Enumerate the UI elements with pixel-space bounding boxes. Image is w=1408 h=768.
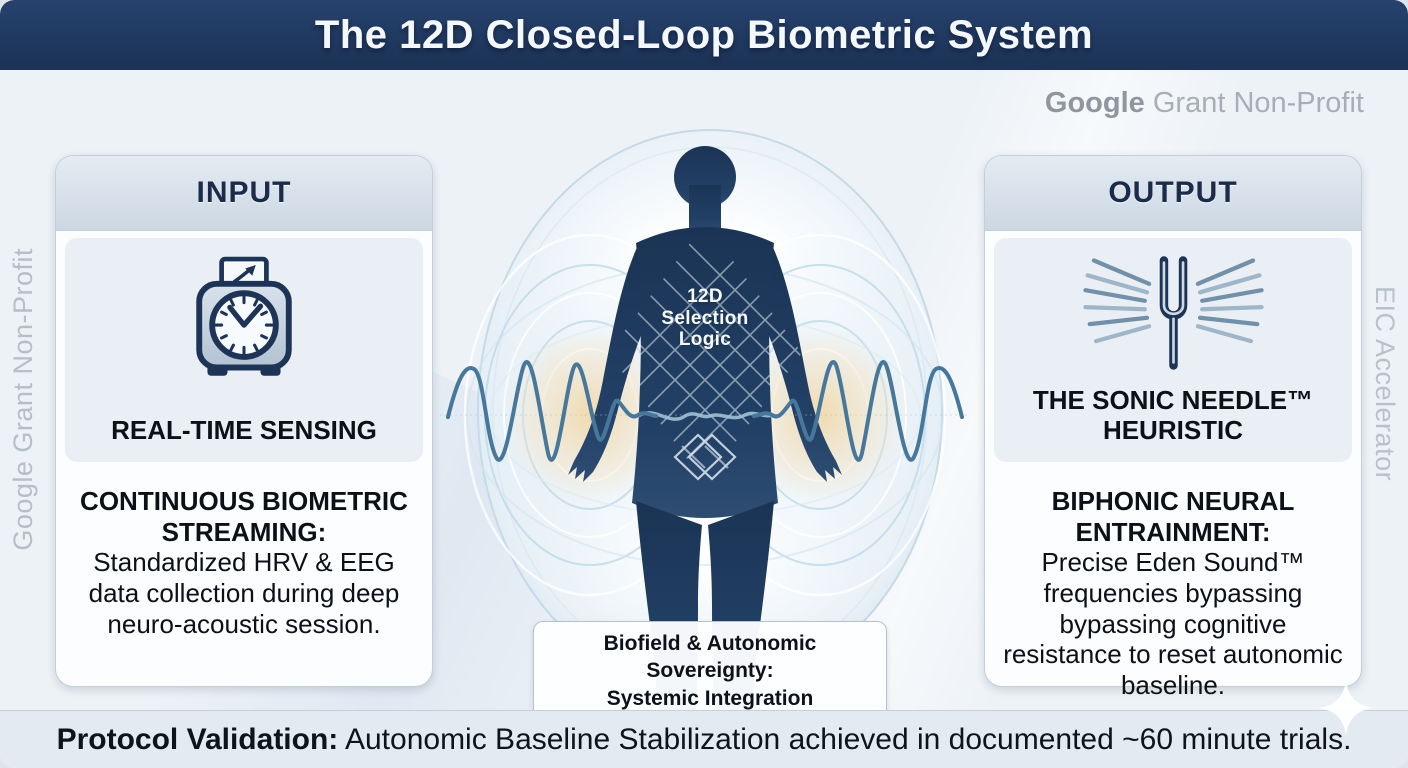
waveform-left [446, 360, 658, 462]
footer-bar: Protocol Validation: Autonomic Baseline … [0, 710, 1408, 768]
input-card: INPUT [55, 155, 433, 687]
overlay-line-2: Selection [661, 307, 749, 329]
watermark-brand-rest: Grant Non-Profit [1152, 87, 1364, 119]
output-card-title: OUTPUT [1108, 176, 1238, 209]
waveform-right [752, 360, 964, 462]
tuning-fork-icon [1082, 256, 1264, 370]
input-card-body: CONTINUOUS BIOMETRIC STREAMING: Standard… [56, 462, 432, 639]
page-title: The 12D Closed-Loop Biometric System [314, 12, 1094, 57]
watermark-left-vertical: Google Grant Non-Profit [8, 248, 38, 551]
output-card-subtitle: THE SONIC NEEDLE™ HEURISTIC [1032, 385, 1314, 446]
input-card-title: INPUT [196, 176, 292, 209]
input-card-header: INPUT [56, 156, 432, 231]
overlay-line-3: Logic [678, 329, 732, 351]
sparkle-icon [1318, 680, 1374, 736]
waveform-center [636, 411, 776, 421]
protocol-validation-body: Autonomic Baseline Stabilization achieve… [344, 722, 1352, 756]
watermark-right-vertical: EIC Accelerator [1370, 286, 1400, 482]
biofield-label-line-1: Biofield & Autonomic Sovereignty: [603, 632, 817, 683]
output-body-heading: BIPHONIC NEURAL ENTRAINMENT: [1051, 486, 1295, 547]
protocol-validation-heading: Protocol Validation: [56, 722, 339, 756]
output-card: OUTPUT [984, 155, 1362, 700]
selection-logic-overlay: 12D Selection Logic [625, 286, 785, 351]
output-body-text: Precise Eden Sound™ frequencies bypassin… [1003, 547, 1343, 701]
biofield-figure-illustration [440, 129, 970, 712]
input-body-heading: CONTINUOUS BIOMETRIC STREAMING: [80, 486, 408, 547]
output-card-body: BIPHONIC NEURAL ENTRAINMENT: Precise Ede… [985, 462, 1361, 701]
output-card-header: OUTPUT [985, 156, 1361, 231]
title-bar: The 12D Closed-Loop Biometric System [0, 0, 1408, 70]
protocol-validation-text: Protocol Validation: Autonomic Baseline … [57, 723, 1352, 757]
output-card-icon-panel: THE SONIC NEEDLE™ HEURISTIC [994, 238, 1352, 462]
watermark-top-right: Google Grant Non-Profit [1045, 87, 1364, 120]
biofield-label: Biofield & Autonomic Sovereignty: System… [533, 621, 887, 721]
input-body-text: Standardized HRV & EEG data collection d… [88, 547, 400, 639]
biofield-label-line-2: Systemic Integration [606, 686, 814, 710]
overlay-line-1: 12D [687, 286, 723, 307]
watermark-brand: Google [1044, 87, 1145, 119]
diamond-knot-icon [673, 433, 737, 481]
input-card-subtitle: REAL-TIME SENSING [111, 415, 377, 446]
time-clock-icon [196, 256, 292, 376]
input-card-icon-panel: REAL-TIME SENSING [65, 238, 423, 462]
